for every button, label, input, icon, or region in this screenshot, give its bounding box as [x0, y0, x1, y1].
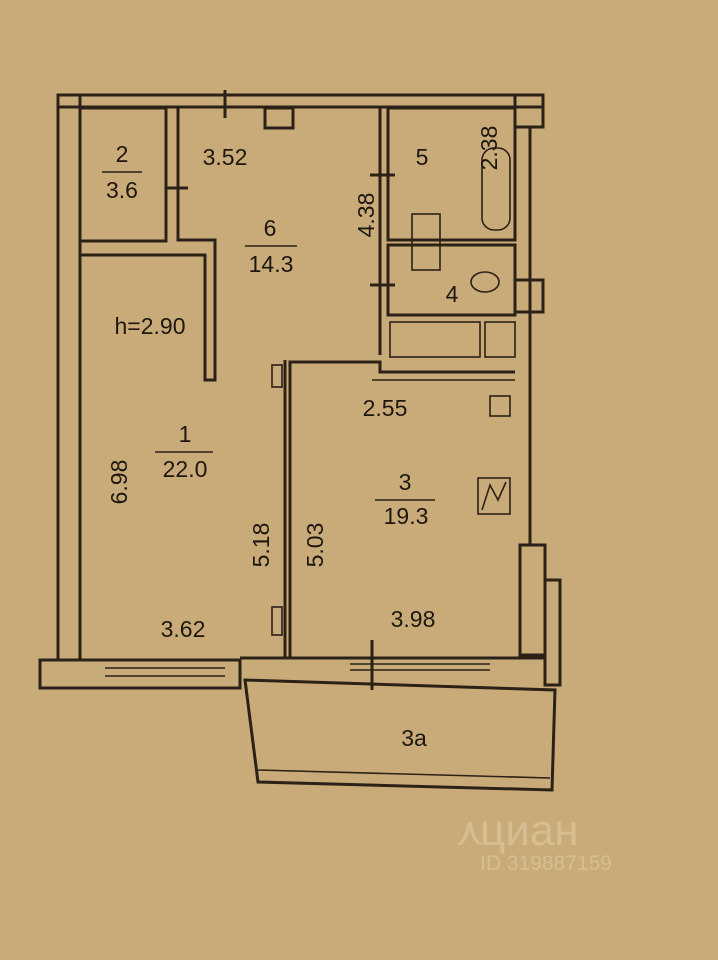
- room-3-number: 3: [399, 469, 412, 495]
- room-1-outline: [271, 360, 287, 658]
- room-1-inner-length: 5.18: [248, 523, 274, 568]
- walls: [38, 90, 562, 690]
- room-4-outline: [386, 243, 545, 358]
- room-6-area: 14.3: [249, 251, 294, 277]
- room-3-outline: [288, 360, 515, 658]
- door-marks: [166, 173, 395, 287]
- room-5-number: 5: [416, 144, 429, 170]
- room-4-number: 4: [446, 281, 459, 307]
- room-3-length: 5.03: [302, 523, 328, 568]
- room-3-top-width: 2.55: [363, 395, 408, 421]
- room-1-area: 22.0: [163, 456, 208, 482]
- room-1-number: 1: [179, 421, 192, 447]
- watermark-brand: циан: [480, 806, 579, 855]
- room-1-width: 3.62: [161, 616, 206, 642]
- ceiling-height: h=2.90: [115, 313, 186, 339]
- room-6-length: 4.38: [353, 193, 379, 238]
- room-5-length: 2.38: [476, 126, 502, 171]
- room-6-number: 6: [264, 215, 277, 241]
- room-3-area: 19.3: [384, 503, 429, 529]
- watermark-id: ID 319887159: [480, 852, 612, 875]
- room-2-outline: [78, 106, 168, 243]
- room-6-outline: [80, 106, 382, 382]
- room-1-length: 6.98: [106, 460, 132, 505]
- balcony-outline: [243, 678, 557, 792]
- watermark-logo-icon: ⋏: [455, 810, 484, 854]
- room-2-area: 3.6: [106, 177, 138, 203]
- room-3-width: 3.98: [391, 606, 436, 632]
- room-6-width: 3.52: [203, 144, 248, 170]
- balcony-number: 3а: [401, 725, 427, 751]
- room-2-number: 2: [116, 141, 129, 167]
